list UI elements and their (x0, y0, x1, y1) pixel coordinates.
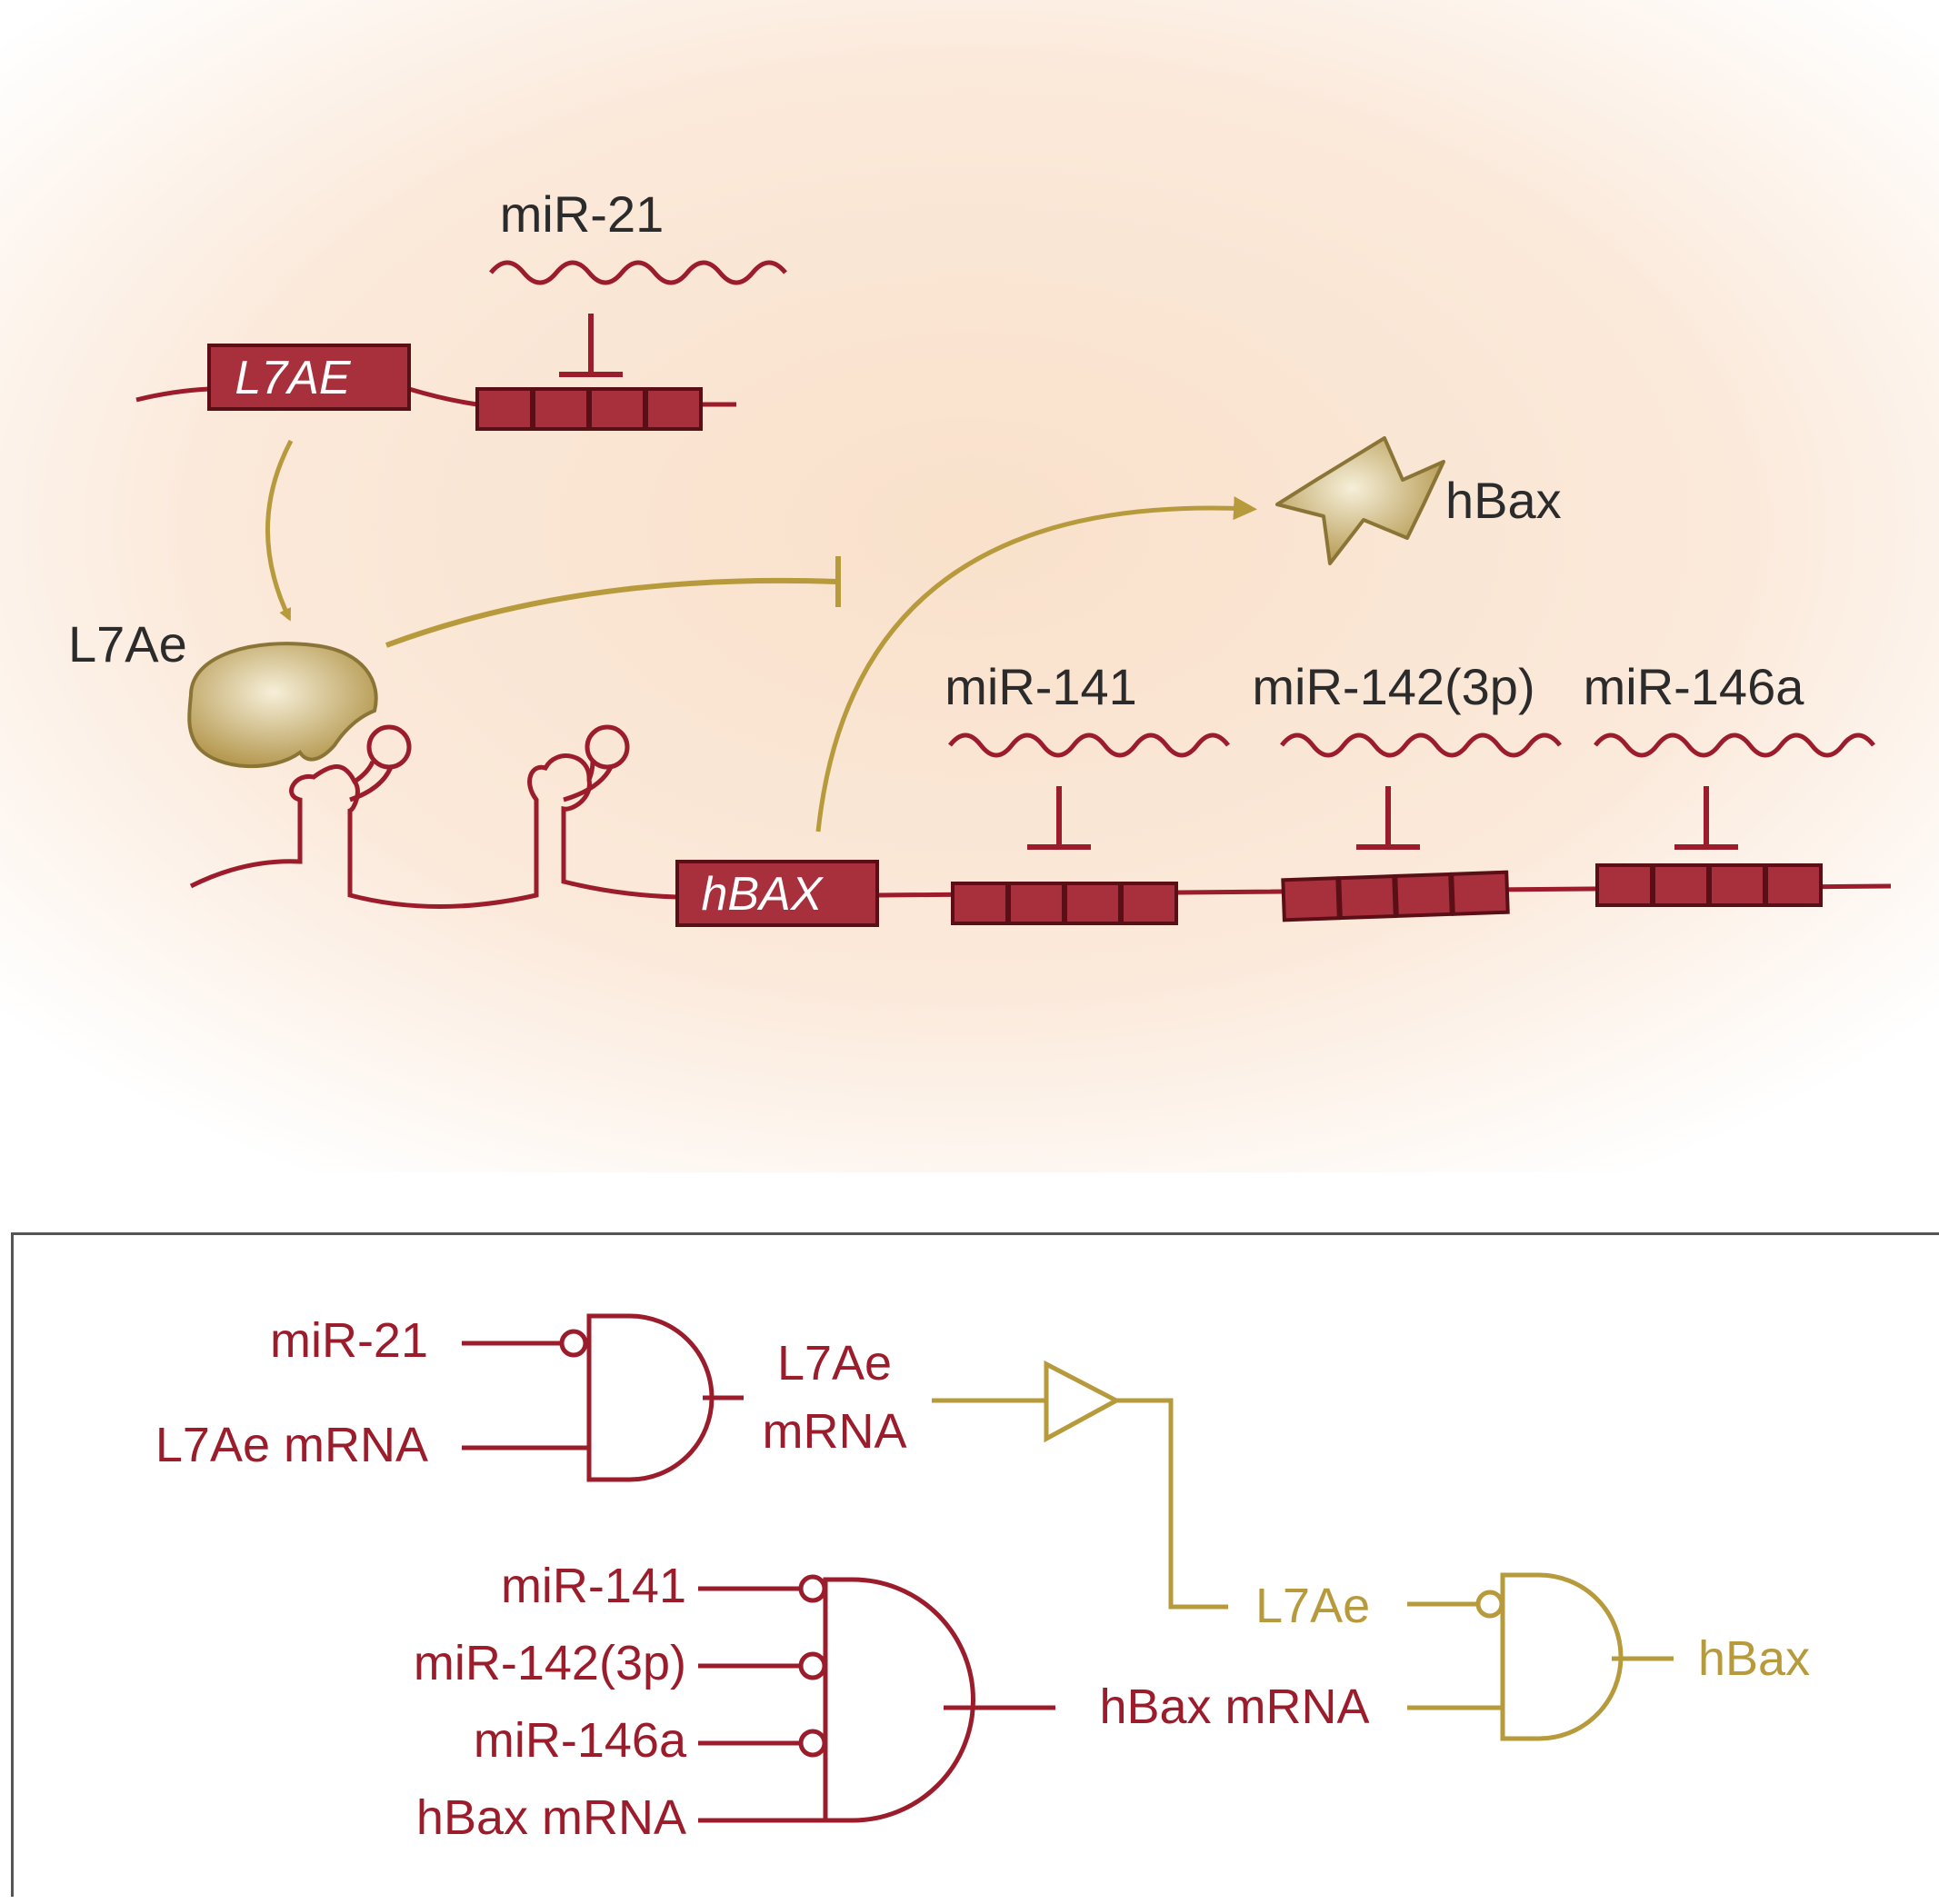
gate1-and-gate (462, 1313, 744, 1482)
gate1-output-line1: L7Ae (777, 1336, 892, 1391)
gate2-and-gate (698, 1577, 1055, 1823)
hbax-protein-star (1275, 436, 1445, 565)
gate2-inverter-bubbles (798, 1574, 827, 1758)
mir142-inhibition (1356, 786, 1420, 850)
mir146a-strand (1594, 733, 1875, 758)
gate2-input-mir142: miR-142(3p) (414, 1636, 686, 1690)
l7ae-protein-label: L7Ae (68, 615, 187, 673)
gate1-input-mir21: miR-21 (270, 1313, 428, 1368)
mir141-inhibition (1027, 786, 1091, 850)
mir146a-target-sites (1595, 863, 1823, 907)
mir141-strand (948, 733, 1230, 758)
logic-circuit: miR-21 L7Ae mRNA L7Ae mRNA L7Ae miR-141 … (155, 1313, 1810, 1845)
logic-circuit-panel: miR-21 L7Ae mRNA L7Ae mRNA L7Ae miR-141 … (11, 1232, 1939, 1897)
mir146a-inhibition (1674, 786, 1738, 850)
gate3-inverter-bubble (1475, 1590, 1504, 1619)
gate2-input-mir146a: miR-146a (474, 1713, 687, 1768)
mir142-strand (1280, 733, 1562, 758)
kink-turn-stem-1 (349, 760, 394, 802)
hbax-gene-label: hBAX (702, 868, 825, 921)
gate1-input-l7ae-mrna: L7Ae mRNA (155, 1418, 428, 1472)
l7ae-repression-line (385, 577, 837, 648)
translation-arrow-hbax (815, 496, 1257, 832)
mir21-strand (489, 260, 787, 285)
l7ae-gene-box (207, 344, 411, 411)
hbax-transcript-line (189, 753, 1892, 909)
mechanism-diagram: miR-21 L7AE L7Ae hBAX hBax miR-141 (0, 0, 1939, 1172)
gate1-inverter-bubble (559, 1329, 588, 1358)
translation-buffer (932, 1360, 1228, 1610)
mir141-target-sites (951, 882, 1178, 925)
gate2-input-hbax-mrna: hBax mRNA (416, 1790, 686, 1845)
gate3-output-hbax: hBax (1698, 1631, 1810, 1686)
buffer-output-l7ae: L7Ae (1255, 1579, 1370, 1633)
gate2-input-mir141: miR-141 (501, 1559, 686, 1613)
l7ae-protein-shape (187, 642, 378, 768)
gate3-and-gate (1407, 1572, 1674, 1741)
kink-turn-loop-2 (585, 724, 630, 770)
mir21-label: miR-21 (500, 185, 664, 243)
kink-turn-stem-2 (563, 761, 614, 802)
mir21-target-sites (475, 387, 703, 431)
translation-arrow-l7ae (265, 439, 294, 622)
mir146a-label: miR-146a (1584, 658, 1805, 715)
mir142-target-sites (1281, 870, 1510, 922)
mir141-label: miR-141 (945, 658, 1137, 715)
hbax-gene-box (675, 860, 879, 927)
mir21-inhibition (559, 314, 623, 377)
hbax-protein-label: hBax (1445, 472, 1562, 529)
l7ae-gene-label: L7AE (235, 352, 352, 404)
mir142-label: miR-142(3p) (1252, 658, 1534, 715)
background-glow (0, 0, 1939, 1172)
mechanism-panel: miR-21 L7AE L7Ae hBAX hBax miR-141 (0, 0, 1939, 1172)
gate1-output-line2: mRNA (763, 1404, 907, 1459)
gate2-output-hbax-mrna: hBax mRNA (1099, 1680, 1369, 1734)
